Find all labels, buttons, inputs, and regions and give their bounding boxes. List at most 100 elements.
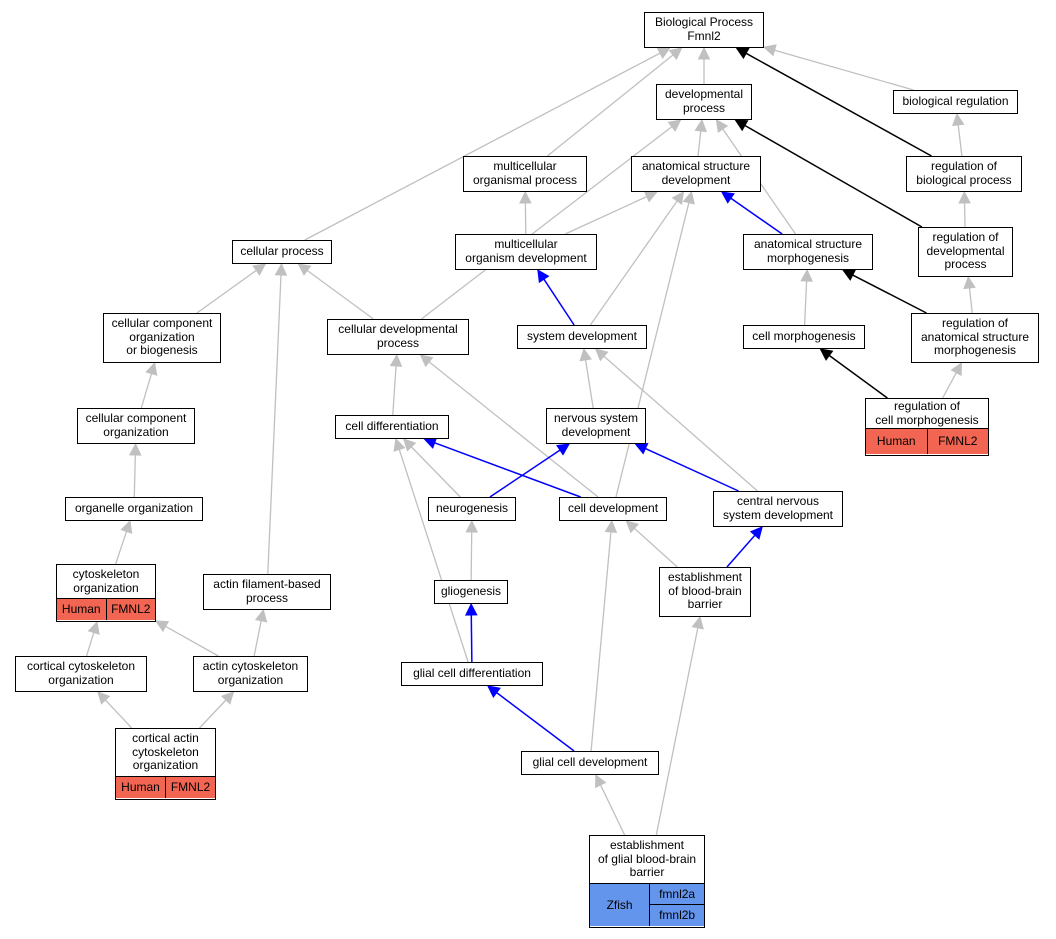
go-term-ebbb[interactable]: establishment of blood-brain barrier <box>659 567 751 617</box>
go-term-rbp[interactable]: regulation of biological process <box>906 156 1022 192</box>
term-label: regulation of developmental process <box>926 230 1005 272</box>
go-term-cellproc[interactable]: cellular process <box>232 240 332 264</box>
edge-ebbb-to-celldev <box>625 520 678 568</box>
go-term-cdp[interactable]: cellular developmental process <box>327 319 469 355</box>
edge-cnsd-to-nsd <box>634 443 739 492</box>
edge-neuro-to-celldiff <box>402 438 461 498</box>
term-label: actin cytoskeleton organization <box>202 659 299 687</box>
edge-neuro-to-nsd <box>489 443 571 498</box>
go-term-glio[interactable]: gliogenesis <box>434 580 508 604</box>
species-cell: Human <box>876 434 916 449</box>
go-term-nsd[interactable]: nervous system development <box>546 408 646 444</box>
edge-celldev-to-cdp <box>419 354 599 498</box>
edge-ccytoorg-to-cytoorg <box>85 620 100 657</box>
edge-rdp-to-rbp <box>958 190 971 228</box>
arrowhead <box>656 47 671 59</box>
go-term-rasm[interactable]: regulation of anatomical structure morph… <box>911 313 1039 363</box>
term-label: nervous system development <box>553 411 639 439</box>
term-label: cortical cytoskeleton organization <box>26 659 136 687</box>
go-term-cnsd[interactable]: central nervous system development <box>713 491 843 527</box>
edge-gcd-to-glio <box>464 602 478 663</box>
term-label: cellular process <box>240 243 324 258</box>
arrowhead <box>128 442 142 456</box>
edge-egbbb-to-gcdev <box>595 773 626 836</box>
go-term-bp[interactable]: Biological Process Fmnl2 <box>644 12 764 48</box>
go-term-egbbb[interactable]: establishment of glial blood-brain barri… <box>589 835 705 928</box>
arrowhead <box>402 438 417 452</box>
arrowhead <box>145 361 158 376</box>
term-label: cellular component organization or bioge… <box>111 316 213 358</box>
gene-cell: FMNL2 <box>926 429 989 454</box>
go-term-gcdev[interactable]: glial cell development <box>521 751 659 775</box>
go-term-mcp[interactable]: multicellular organismal process <box>463 156 587 192</box>
term-label: anatomical structure morphogenesis <box>753 237 863 265</box>
go-term-cco[interactable]: cellular component organization <box>77 408 195 444</box>
arrowhead <box>668 47 683 61</box>
go-term-celldiff[interactable]: cell differentiation <box>335 415 449 439</box>
term-label: central nervous system development <box>722 494 834 522</box>
edge-afbp-to-cellproc <box>267 262 288 575</box>
go-term-orgorg[interactable]: organelle organization <box>65 497 203 521</box>
arrowhead <box>97 691 111 705</box>
term-label: organelle organization <box>74 500 194 515</box>
edge-cellproc-to-bp <box>304 47 671 241</box>
go-term-ccytoorg[interactable]: cortical cytoskeleton organization <box>15 656 147 692</box>
arrowhead <box>594 348 609 362</box>
edge-cdp-to-cellproc <box>297 263 374 320</box>
arrowhead <box>389 353 403 367</box>
go-term-afbp[interactable]: actin filament-based process <box>203 574 331 610</box>
species-cell: Zfish <box>606 897 633 912</box>
gene-cell: FMNL2 <box>165 777 215 798</box>
arrowhead <box>252 263 267 276</box>
edge-acytoorg-to-cytoorg <box>155 620 219 657</box>
arrowhead <box>87 620 100 635</box>
arrowhead <box>155 620 170 633</box>
arrowhead <box>579 347 592 362</box>
go-term-cacyto[interactable]: cortical actin cytoskeleton organization… <box>115 728 216 800</box>
go-term-bioreg[interactable]: biological regulation <box>893 90 1018 114</box>
arrowhead <box>120 519 133 534</box>
term-label: developmental process <box>664 87 744 115</box>
arrowhead <box>720 191 735 204</box>
edge-mcp-to-bp <box>546 47 683 157</box>
go-term-cellmorph[interactable]: cell morphogenesis <box>743 325 865 349</box>
arrowhead <box>221 691 235 705</box>
term-label: multicellular organism development <box>465 237 587 265</box>
arrowhead <box>625 520 640 534</box>
go-term-devproc[interactable]: developmental process <box>656 84 752 120</box>
arrowhead <box>841 269 857 281</box>
edge-cdp-to-devproc <box>421 119 682 320</box>
go-term-acytoorg[interactable]: actin cytoskeleton organization <box>193 656 308 692</box>
go-term-ccob[interactable]: cellular component organization or bioge… <box>103 313 221 363</box>
go-term-celldev[interactable]: cell development <box>559 497 667 521</box>
go-term-neuro[interactable]: neurogenesis <box>428 497 516 521</box>
gene-cell: FMNL2 <box>105 599 156 620</box>
go-term-sysdev[interactable]: system development <box>517 325 647 349</box>
annotation-table: Human FMNL2 <box>866 428 988 454</box>
arrowhead <box>487 685 501 698</box>
edge-bioreg-to-bp <box>762 44 914 91</box>
edge-orgorg-to-cco <box>128 442 142 498</box>
go-term-asm[interactable]: anatomical structure morphogenesis <box>743 234 873 270</box>
go-term-gcd[interactable]: glial cell differentiation <box>401 662 543 686</box>
go-term-mod[interactable]: multicellular organism development <box>455 234 597 270</box>
term-label: system development <box>526 328 638 343</box>
edge-celldev-to-asd <box>615 190 695 498</box>
arrowhead <box>951 112 965 127</box>
go-term-asd[interactable]: anatomical structure development <box>631 156 761 192</box>
arrowhead <box>963 275 976 290</box>
term-label: establishment of glial blood-brain barri… <box>597 838 697 880</box>
arrowhead <box>697 46 711 60</box>
go-term-rdp[interactable]: regulation of developmental process <box>918 227 1013 277</box>
arrowhead <box>464 602 478 616</box>
arrowhead <box>537 269 550 284</box>
edge-ccob-to-cellproc <box>196 263 267 314</box>
edge-egbbb-to-ebbb <box>655 615 704 836</box>
arrowhead <box>419 354 434 368</box>
arrowhead <box>465 519 479 533</box>
edge-rcm-to-cellmorph <box>819 348 888 399</box>
species-cell: Human <box>61 602 101 617</box>
